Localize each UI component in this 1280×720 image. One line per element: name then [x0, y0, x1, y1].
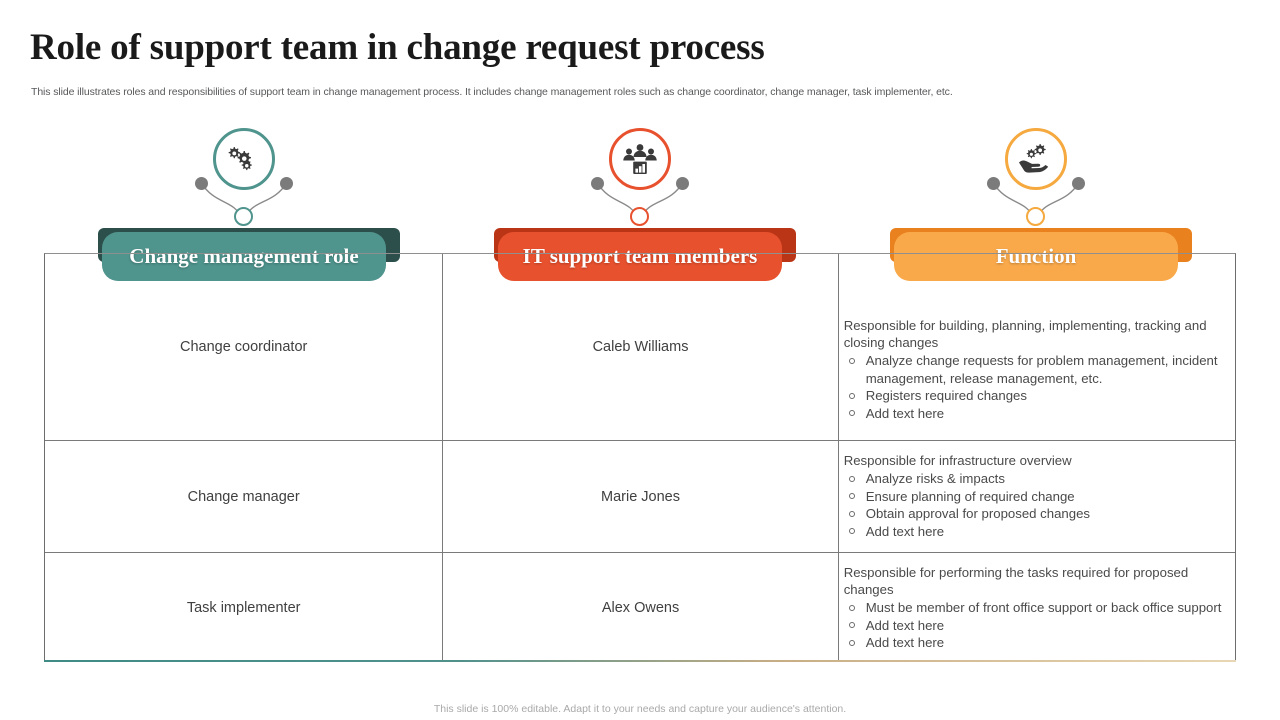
list-item-text: Analyze risks & impacts [865, 471, 1005, 487]
list-item-text: Obtain approval for proposed changes [865, 506, 1091, 522]
list-item-text: Registers required changes [865, 388, 1027, 403]
banner-label-change-management-role: Change management role [102, 232, 386, 281]
circle-bullet-icon [848, 392, 855, 399]
function-heading: Responsible for performing the tasks req… [843, 565, 1189, 597]
function-list: Analyze risks & impacts Ensure planning … [844, 470, 1229, 540]
role-label: Task implementer [186, 599, 301, 616]
cell-role: Task implementer [45, 553, 442, 662]
banner-label-it-support-team-members: IT support team members [498, 232, 782, 281]
connector-dot-left [195, 177, 208, 190]
list-item: Analyze change requests for problem mana… [844, 352, 1229, 387]
connector-end-circle [234, 207, 253, 226]
circle-bullet-icon [848, 357, 855, 364]
function-list: Analyze change requests for problem mana… [844, 352, 1229, 422]
role-label: Change manager [187, 488, 300, 505]
member-label: Caleb Williams [592, 339, 689, 355]
circle-bullet-icon [848, 410, 855, 416]
table-row: Task implementer Alex Owens Responsible … [45, 552, 1235, 662]
icon-group-change-management-role [184, 128, 304, 238]
list-item: Must be member of front office support o… [844, 599, 1229, 617]
table-row: Change manager Marie Jones Responsible f… [45, 440, 1235, 552]
cell-member: Alex Owens [442, 553, 837, 662]
list-item: Ensure planning of required change [844, 488, 1229, 506]
list-item: Obtain approval for proposed changes [844, 505, 1229, 523]
table-row: Change coordinator Caleb Williams Respon… [45, 254, 1235, 440]
list-item-text: Ensure planning of required change [865, 488, 1075, 504]
function-block: Responsible for infrastructure overview … [839, 453, 1235, 541]
list-item-text: Must be member of front office support o… [865, 600, 1222, 615]
cell-role: Change coordinator [45, 254, 442, 440]
list-item-text: Add text here [865, 523, 945, 539]
gears-icon [213, 128, 275, 190]
page-subtitle: This slide illustrates roles and respons… [31, 86, 953, 98]
connector-dot-left [987, 177, 1000, 190]
page-title: Role of support team in change request p… [30, 27, 765, 68]
circle-bullet-icon [848, 475, 855, 482]
cell-function: Responsible for building, planning, impl… [837, 254, 1235, 440]
list-item-text: Add text here [865, 405, 945, 421]
connector-dot-right [280, 177, 293, 190]
list-item-text: Add text here [865, 635, 945, 650]
connector-dot-right [676, 177, 689, 190]
function-heading: Responsible for infrastructure overview [843, 452, 1072, 468]
list-item: Registers required changes [844, 387, 1229, 405]
icon-group-function [976, 128, 1096, 238]
circle-bullet-icon [848, 639, 855, 646]
connector-end-circle [1026, 207, 1045, 226]
banner-label-function: Function [894, 232, 1178, 281]
circle-bullet-icon [848, 528, 855, 535]
connector-end-circle [630, 207, 649, 226]
roles-table: Change coordinator Caleb Williams Respon… [44, 253, 1236, 662]
circle-bullet-icon [848, 510, 855, 517]
circle-bullet-icon [848, 604, 855, 611]
list-item: Analyze risks & impacts [844, 470, 1229, 488]
list-item: Add text here [844, 617, 1229, 635]
list-item-text: Analyze change requests for problem mana… [865, 353, 1218, 386]
cell-member: Caleb Williams [442, 254, 837, 440]
connector-dot-right [1072, 177, 1085, 190]
list-item: Add text here [844, 405, 1229, 423]
function-list: Must be member of front office support o… [844, 599, 1229, 652]
cell-function: Responsible for infrastructure overview … [837, 441, 1235, 552]
member-label: Alex Owens [601, 599, 680, 616]
cell-member: Marie Jones [442, 441, 837, 552]
column-header-it-support-team-members[interactable]: IT support team members [484, 228, 796, 282]
cell-role: Change manager [45, 441, 442, 552]
list-item: Add text here [844, 523, 1229, 541]
member-label: Marie Jones [601, 488, 680, 505]
list-item-text: Add text here [865, 617, 945, 633]
function-block: Responsible for performing the tasks req… [839, 553, 1235, 652]
hand-gears-icon [1005, 128, 1067, 190]
function-heading: Responsible for building, planning, impl… [843, 318, 1207, 350]
table-bottom-rule [44, 660, 1236, 662]
column-header-function[interactable]: Function [880, 228, 1192, 282]
footer-note: This slide is 100% editable. Adapt it to… [433, 703, 847, 715]
circle-bullet-icon [848, 622, 855, 628]
icon-group-it-support-team-members [580, 128, 700, 238]
column-header-change-management-role[interactable]: Change management role [88, 228, 400, 282]
function-block: Responsible for building, planning, impl… [839, 254, 1235, 422]
team-analytics-icon [609, 128, 671, 190]
role-label: Change coordinator [179, 339, 308, 355]
cell-function: Responsible for performing the tasks req… [837, 553, 1235, 662]
connector-dot-left [591, 177, 604, 190]
circle-bullet-icon [848, 493, 855, 500]
list-item: Add text here [844, 634, 1229, 652]
